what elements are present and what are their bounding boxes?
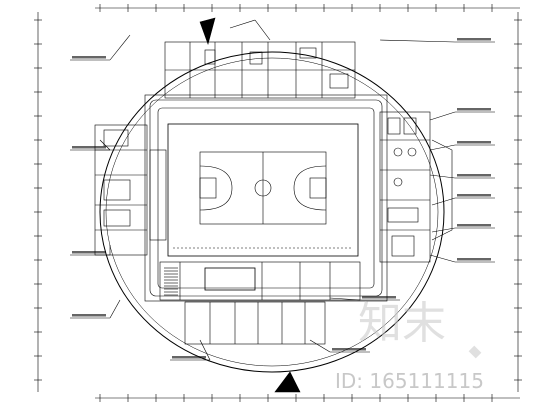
- callout-leader: [99, 139, 111, 151]
- callout-leader: [109, 299, 121, 319]
- callout-text-block: [457, 258, 491, 261]
- callout: [429, 141, 495, 151]
- callout-text-block: [332, 348, 366, 351]
- callout-leader: [431, 227, 456, 233]
- callout-leader: [329, 297, 361, 301]
- callout-text-block: [72, 314, 106, 317]
- callout-text-block: [362, 296, 396, 299]
- watermark-id-text: ID: 165111115: [335, 369, 484, 393]
- callout-leader: [199, 339, 211, 361]
- callout: [431, 194, 495, 206]
- callout-text-block: [72, 56, 106, 59]
- dimension-lines: [34, 4, 522, 402]
- inner-walls: [144, 94, 388, 302]
- callout: [309, 339, 370, 353]
- callout: [379, 38, 495, 43]
- callout-leader: [429, 254, 456, 263]
- callout: [431, 224, 495, 233]
- bottom-rooms: [159, 261, 361, 345]
- callout-text-block: [172, 356, 206, 359]
- callout: [70, 34, 131, 61]
- callout: [429, 174, 495, 179]
- callout: [429, 108, 495, 121]
- callout-text-block: [72, 146, 106, 149]
- right-rooms: [379, 111, 453, 263]
- callout: [70, 245, 111, 256]
- callout-text-block: [457, 194, 491, 197]
- building-outline: [99, 51, 445, 373]
- entrance-wedges: [199, 17, 301, 393]
- callout-text-block: [457, 141, 491, 144]
- callout-text-block: [72, 251, 106, 254]
- callout: [329, 296, 400, 301]
- callout-labels: [70, 34, 495, 361]
- callout-leader: [431, 197, 456, 206]
- basketball-court: [167, 123, 359, 257]
- callout-text-block: [457, 108, 491, 111]
- callout-leader: [379, 39, 456, 43]
- callout-text-block: [457, 174, 491, 177]
- callout: [429, 254, 495, 263]
- callout: [70, 139, 111, 151]
- callout-leader: [429, 111, 456, 121]
- left-rooms: [94, 124, 167, 256]
- callout-leader: [309, 339, 331, 353]
- callout: [70, 299, 121, 319]
- callout-text-block: [457, 38, 491, 41]
- callout-leader: [429, 144, 456, 151]
- watermark-logo-text: 知末: [358, 298, 446, 349]
- callout-leader: [109, 34, 131, 61]
- top-rooms: [164, 41, 356, 99]
- callout-text-block: [457, 224, 491, 227]
- callout: [170, 339, 211, 361]
- callout-leader: [429, 174, 456, 179]
- watermark-logo: 知末: [358, 298, 482, 359]
